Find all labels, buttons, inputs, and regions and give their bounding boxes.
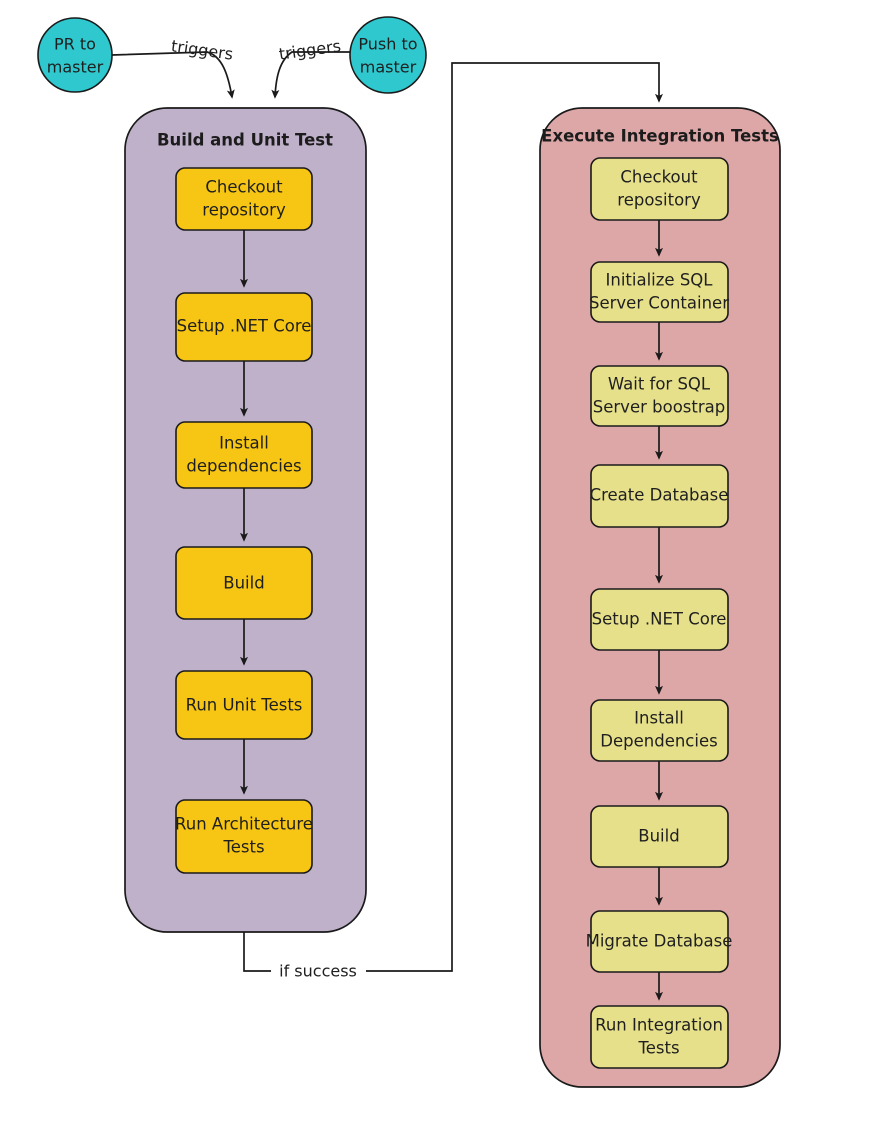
trigger-push-line1: Push to xyxy=(358,35,417,54)
node-checkout-repository[interactable]: Checkout repository xyxy=(175,167,313,231)
edge-if-success: if success xyxy=(243,62,663,981)
trigger-push-line2: master xyxy=(360,58,417,77)
node-wait-for-sql-server-boostrap[interactable]: Wait for SQL Server boostrap xyxy=(590,365,729,427)
node-setup-dotnet-core-2[interactable]: Setup .NET Core xyxy=(590,588,729,651)
node-run-architecture-tests-shape[interactable] xyxy=(175,799,313,874)
node-install-dependencies-2-line2: Dependencies xyxy=(600,732,717,751)
build-group-title: Build and Unit Test xyxy=(157,131,333,150)
trigger-push-to-master-shape[interactable] xyxy=(349,16,427,94)
trigger-push-to-master[interactable]: Push to master xyxy=(349,16,427,94)
if-success-label: if success xyxy=(279,962,357,981)
trigger-pr-line1: PR to xyxy=(54,35,96,54)
node-run-architecture-tests-line1: Run Architecture xyxy=(175,815,313,834)
node-install-dependencies-shape[interactable] xyxy=(175,421,313,489)
node-checkout-repository-line1: Checkout xyxy=(205,178,283,197)
node-create-database-line1: Create Database xyxy=(590,486,729,505)
node-initialize-sql-line1: Initialize SQL xyxy=(606,271,714,290)
node-install-dependencies-line2: dependencies xyxy=(186,457,301,476)
node-setup-dotnet-core-line1: Setup .NET Core xyxy=(177,317,312,336)
node-run-integration-tests-line1: Run Integration xyxy=(595,1016,723,1035)
node-install-dependencies[interactable]: Install dependencies xyxy=(175,421,313,489)
trigger-pr-to-master[interactable]: PR to master xyxy=(37,17,113,93)
node-wait-sql-line1: Wait for SQL xyxy=(608,375,711,394)
node-setup-dotnet-core[interactable]: Setup .NET Core xyxy=(175,292,313,362)
node-build-2[interactable]: Build xyxy=(590,805,729,868)
node-migrate-database-line1: Migrate Database xyxy=(586,932,733,951)
pr-trigger-curve xyxy=(111,51,235,99)
trigger-pr-line2: master xyxy=(47,58,104,77)
node-checkout-repository-2[interactable]: Checkout repository xyxy=(590,157,729,221)
node-wait-sql-line2: Server boostrap xyxy=(593,398,725,417)
node-install-dependencies-2[interactable]: Install Dependencies xyxy=(590,699,729,762)
node-run-architecture-tests-line2: Tests xyxy=(222,838,264,857)
node-checkout-repository-2-line2: repository xyxy=(617,191,701,210)
node-run-architecture-tests[interactable]: Run Architecture Tests xyxy=(175,799,313,874)
node-run-integration-tests-line2: Tests xyxy=(637,1039,679,1058)
node-install-dependencies-line1: Install xyxy=(219,434,269,453)
node-initialize-sql-line2: Server Container xyxy=(589,294,729,313)
if-success-left-segment xyxy=(243,932,271,972)
if-success-right-segment xyxy=(366,62,663,972)
node-initialize-sql-server-container[interactable]: Initialize SQL Server Container xyxy=(589,261,729,323)
trigger-pr-to-master-shape[interactable] xyxy=(37,17,113,93)
node-run-unit-tests-line1: Run Unit Tests xyxy=(186,696,303,715)
node-build-2-line1: Build xyxy=(638,827,679,846)
node-run-unit-tests[interactable]: Run Unit Tests xyxy=(175,670,313,740)
node-build-line1: Build xyxy=(223,574,264,593)
integration-group-title: Execute Integration Tests xyxy=(541,127,779,146)
push-trigger-curve xyxy=(271,51,350,99)
node-checkout-repository-2-line1: Checkout xyxy=(620,168,698,187)
node-run-integration-tests-shape[interactable] xyxy=(590,1005,729,1069)
node-setup-dotnet-core-2-line1: Setup .NET Core xyxy=(592,610,727,629)
node-create-database[interactable]: Create Database xyxy=(590,464,729,528)
node-migrate-database[interactable]: Migrate Database xyxy=(586,910,733,973)
node-run-integration-tests[interactable]: Run Integration Tests xyxy=(590,1005,729,1069)
node-install-dependencies-2-line1: Install xyxy=(634,709,684,728)
node-build[interactable]: Build xyxy=(175,546,313,620)
node-checkout-repository-line2: repository xyxy=(202,201,286,220)
